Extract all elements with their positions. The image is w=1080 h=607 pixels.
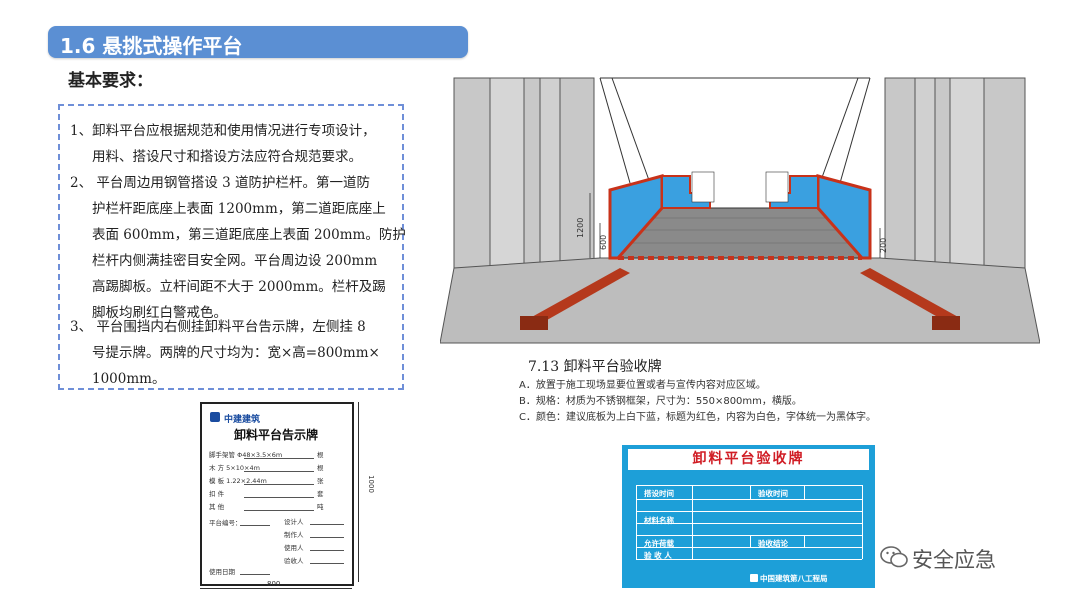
sign-row-label: 脚手架管 [209,451,235,459]
sign-row-unit: 张 [317,477,324,485]
board-accept-time: 验收时间 [758,489,788,498]
sign-user: 使用人 [284,544,304,552]
board-title: 卸料平台验收牌 [628,449,869,470]
sign-maker: 制作人 [284,531,304,539]
board-acceptor: 验 收 人 [644,551,672,560]
requirement-2-line-1: 2、 平台周边用钢管搭设 3 道防护栏杆。第一道防 [70,175,371,191]
sign-row-label: 扣 件 [209,490,225,498]
sign-designer: 设计人 [284,518,304,526]
board-org: 中国建筑第八工程局 [760,574,828,583]
sign-row-unit: 根 [317,464,324,472]
sign-width-label: 800 [267,580,281,588]
board-allow-load: 允许荷载 [644,539,674,548]
sign-row: 模 板 1.22×2.44m [209,475,267,485]
sign-row-label: 木 方 [209,464,225,472]
sign-acceptor: 验收人 [284,557,304,565]
org-logo-icon [750,574,758,582]
sign-row-unit: 根 [317,451,324,459]
sign-width-dimension [200,588,352,589]
board-material: 材料名称 [644,516,674,525]
sign-platform-no: 平台编号： [209,519,242,527]
sign-row: 其 他 [209,501,224,511]
sign-row: 扣 件 [209,488,224,498]
sign-row-value: 5×10×4m [226,464,260,472]
section-title: 1.6 悬挑式操作平台 [60,34,243,58]
subtitle: 基本要求： [68,71,153,91]
wechat-icon [880,546,908,568]
sign-date: 使用日期 [209,568,235,576]
requirements-box: 1、卸料平台应根据规范和使用情况进行专项设计， 用料、搭设尺寸和搭设方法应符合规… [58,104,406,392]
section-banner: 1.6 悬挑式操作平台 [48,26,468,58]
acceptance-board: 卸料平台验收牌 搭设时间 验收时间 材料名称 允许荷载 验收结论 验 收 人 中… [622,445,875,588]
sign-row-value: Φ48×3.5×6m [237,451,283,459]
requirement-2-line-2: 护栏杆距底座上表面 1200mm，第二道距底座上 [92,201,386,217]
sign-title: 卸料平台告示牌 [234,428,319,442]
requirement-3: 3、 平台围挡内右侧挂卸料平台告示牌，左侧挂 8 号提示牌。两牌的尺寸均为：宽×… [70,314,400,392]
requirement-2: 2、 平台周边用钢管搭设 3 道防护栏杆。第一道防 护栏杆距底座上表面 1200… [70,170,406,326]
board-conclusion: 验收结论 [758,539,788,548]
requirement-2-line-3: 表面 600mm，第三道距底座上表面 200mm。防护 [92,227,406,243]
requirement-2-line-4: 栏杆内侧满挂密目安全网。平台周边设 200mm [92,253,378,269]
requirement-1-line-2: 用料、搭设尺寸和搭设方法应符合规范要求。 [92,149,362,165]
spec-line-a: A．放置于施工现场显要位置或者与宣传内容对应区域。 [519,380,766,391]
requirement-3-line-1: 3、 平台围挡内右侧挂卸料平台告示牌，左侧挂 8 [70,319,366,335]
sign-row-label: 模 板 [209,477,225,485]
sign-row-value: 1.22×2.44m [226,477,267,485]
dim-1200: 1200 [576,218,585,238]
requirement-1: 1、卸料平台应根据规范和使用情况进行专项设计， 用料、搭设尺寸和搭设方法应符合规… [70,118,400,170]
sign-company: 中建建筑 [224,415,261,425]
dim-600: 600 [599,235,608,250]
platform-drawing: 1200 600 200 [440,77,1040,348]
sign-row-unit: 吨 [317,503,324,511]
sign-row-label: 其 他 [209,503,225,511]
requirement-3-line-2: 号提示牌。两牌的尺寸均为：宽×高=800mm× [92,345,380,361]
spec-line-c: C．颜色：建议底板为上白下蓝，标题为红色，内容为白色，字体统一为黑体字。 [519,412,876,423]
sign-height-label: 1000 [366,475,375,493]
board-setup-time: 搭设时间 [644,489,674,498]
requirement-2-line-6: 脚板均刷红白警戒色。 [92,305,227,321]
company-logo-icon [210,412,220,422]
sign-row: 木 方 5×10×4m [209,462,260,472]
sign-row-unit: 套 [317,490,324,498]
sign-row: 脚手架管 Φ48×3.5×6m [209,449,282,459]
requirement-2-line-5: 高踢脚板。立杆间距不大于 2000mm。栏杆及踢 [92,279,386,295]
watermark-text: 安全应急 [912,548,996,572]
sign-height-dimension [358,402,359,582]
requirement-1-line-1: 1、卸料平台应根据规范和使用情况进行专项设计， [70,123,376,139]
requirement-3-line-3: 1000mm。 [92,371,166,387]
spec-line-b: B．规格：材质为不锈钢框架，尺寸为：550×800mm，横版。 [519,396,802,407]
dim-200: 200 [879,238,888,253]
notice-sign: 中建建筑 卸料平台告示牌 脚手架管 Φ48×3.5×6m 根 木 方 5×10×… [200,402,354,586]
spec-title: 7.13 卸料平台验收牌 [528,359,662,375]
